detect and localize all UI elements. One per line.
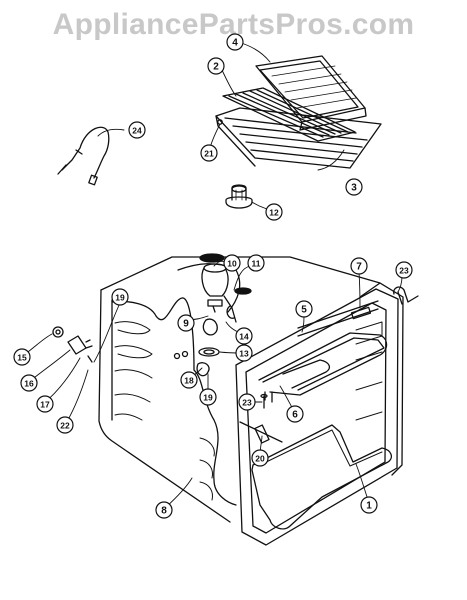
temperature-sensor <box>239 421 283 444</box>
callout-14: 14 <box>235 327 253 345</box>
callout-number: 11 <box>252 259 261 269</box>
callout-17: 17 <box>36 395 54 413</box>
callout-number: 23 <box>399 266 409 276</box>
callout-15: 15 <box>13 348 31 366</box>
screw <box>260 393 268 409</box>
callout-number: 9 <box>183 319 189 330</box>
callout-20: 20 <box>251 449 269 467</box>
lower-oven-rack <box>215 107 382 169</box>
callout-number: 20 <box>255 454 265 464</box>
bake-element <box>251 424 393 530</box>
oven-light-assembly <box>201 263 237 336</box>
callout-number: 2 <box>213 62 219 73</box>
broil-element <box>258 332 388 403</box>
callout-number: 1 <box>366 501 372 512</box>
callout-24: 24 <box>128 121 146 139</box>
callout-number: 4 <box>232 38 238 49</box>
callout-number: 10 <box>227 259 237 269</box>
callout-21: 21 <box>200 144 218 162</box>
callout-number: 17 <box>40 400 50 410</box>
callout-number: 22 <box>60 421 70 431</box>
callout-16: 16 <box>20 374 38 392</box>
callout-13: 13 <box>235 344 253 362</box>
callout-number: 7 <box>356 262 362 273</box>
callout-number: 14 <box>239 332 249 342</box>
callout-22: 22 <box>56 416 74 434</box>
callout-7: 7 <box>350 257 368 275</box>
callout-2: 2 <box>207 57 225 75</box>
callout-5: 5 <box>295 300 313 318</box>
callout-number: 24 <box>132 126 142 136</box>
element-bracket <box>393 286 419 305</box>
callout-number: 13 <box>239 349 249 359</box>
meat-probe <box>57 126 110 186</box>
callout-number: 18 <box>184 376 194 386</box>
callout-3: 3 <box>345 178 363 196</box>
callout-number: 16 <box>24 379 34 389</box>
callout-19: 19 <box>111 288 129 306</box>
light-lens-parts <box>196 347 220 377</box>
light-socket-top <box>225 184 253 209</box>
callout-number: 3 <box>351 183 357 194</box>
door-switch-parts <box>52 326 93 363</box>
callout-8: 8 <box>155 501 173 519</box>
callout-number: 8 <box>161 506 167 517</box>
callout-number: 21 <box>204 149 214 159</box>
callout-number: 6 <box>292 410 298 421</box>
callout-11: 11 <box>247 254 265 272</box>
callout-4: 4 <box>226 33 244 51</box>
oven-top-bars <box>297 300 379 337</box>
callout-10: 10 <box>223 254 241 272</box>
callout-number: 23 <box>242 398 252 408</box>
callout-number: 5 <box>301 305 307 316</box>
callout-6: 6 <box>286 405 304 423</box>
callout-19: 19 <box>199 388 217 406</box>
callout-number: 15 <box>17 353 27 363</box>
callout-number: 12 <box>269 208 279 218</box>
callout-18: 18 <box>180 371 198 389</box>
callout-1: 1 <box>360 496 378 514</box>
callout-number: 19 <box>115 293 125 303</box>
callout-12: 12 <box>265 203 283 221</box>
callout-23: 23 <box>395 261 413 279</box>
callout-9: 9 <box>177 314 195 332</box>
callout-23: 23 <box>238 393 256 411</box>
callout-number: 19 <box>203 393 213 403</box>
